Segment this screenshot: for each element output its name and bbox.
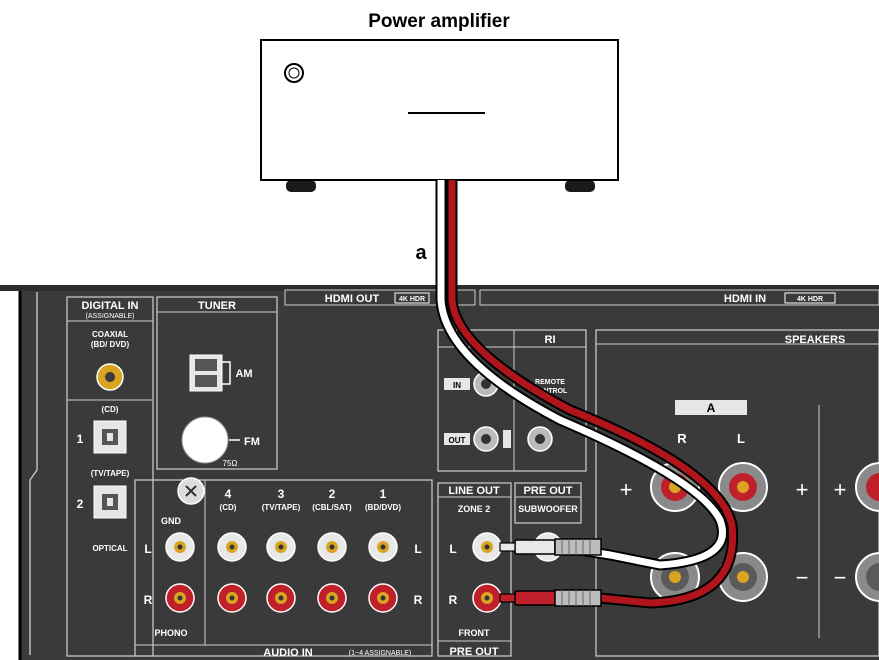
- svg-text:2: 2: [77, 497, 84, 511]
- svg-text:+: +: [834, 477, 847, 502]
- rca-plug-white: [499, 538, 602, 556]
- svg-text:+: +: [796, 477, 809, 502]
- rca-cable: [435, 180, 739, 609]
- pre-out-top-label: PRE OUT: [524, 485, 573, 497]
- tuner-section: TUNER AM FM 75Ω: [156, 296, 278, 470]
- cable-red: [448, 180, 737, 607]
- amp-body: [260, 39, 619, 181]
- tuner-label: TUNER: [198, 300, 236, 312]
- front-label: FRONT: [459, 628, 490, 638]
- svg-text:L: L: [144, 542, 151, 556]
- svg-text:(CBL/SAT): (CBL/SAT): [312, 503, 352, 512]
- svg-text:CONTROL: CONTROL: [533, 388, 568, 395]
- speaker-a-label: A: [707, 401, 716, 415]
- svg-text:(CD): (CD): [220, 503, 237, 512]
- speaker-terminal-l-plus[interactable]: [718, 462, 768, 512]
- amp-foot-right: [565, 180, 595, 192]
- gnd-label: GND: [161, 516, 182, 526]
- rca-plug-red: [499, 589, 602, 607]
- cable-label: a: [415, 242, 427, 264]
- audio-in-3-l-jack[interactable]: [266, 532, 296, 562]
- audio-in-section: GND 4 (CD) 3 (TV/TAPE) 2 (CBL/SAT) 1 (BD…: [134, 477, 433, 659]
- zone2-label: ZONE 2: [458, 504, 491, 514]
- audio-in-4-r-jack[interactable]: [217, 583, 247, 613]
- phono-label: PHONO: [154, 628, 187, 638]
- svg-text:R: R: [449, 593, 458, 607]
- svg-text:R: R: [414, 593, 423, 607]
- audio-in-3-r-jack[interactable]: [266, 583, 296, 613]
- audio-in-phono-r-jack[interactable]: [165, 583, 195, 613]
- speakers-section: SPEAKERS A R L + + + − −: [595, 329, 879, 657]
- svg-text:(CD): (CD): [102, 405, 119, 414]
- svg-text:4K HDR: 4K HDR: [797, 296, 823, 303]
- svg-text:REMOTE: REMOTE: [535, 379, 565, 386]
- speaker-terminal-extra-minus[interactable]: [855, 552, 879, 602]
- svg-text:R: R: [144, 593, 153, 607]
- power-amplifier: [260, 39, 619, 192]
- pre-out-bottom-label: PRE OUT: [450, 646, 499, 658]
- speakers-label: SPEAKERS: [785, 334, 846, 346]
- svg-text:(ASSIGNABLE): (ASSIGNABLE): [85, 313, 134, 320]
- svg-text:−: −: [834, 565, 847, 590]
- gnd-screw[interactable]: [177, 477, 205, 505]
- svg-text:R: R: [677, 431, 687, 446]
- svg-text:3: 3: [278, 487, 285, 501]
- svg-text:+: +: [620, 477, 633, 502]
- svg-text:L: L: [449, 542, 456, 556]
- digital-in-section: DIGITAL IN (ASSIGNABLE) COAXIAL (BD/ DVD…: [66, 296, 154, 657]
- svg-text:1: 1: [77, 432, 84, 446]
- coaxial-label: COAXIAL: [92, 330, 128, 339]
- speaker-terminal-extra-plus[interactable]: [855, 462, 879, 512]
- svg-text:(BD/DVD): (BD/DVD): [365, 503, 401, 512]
- fm-antenna-jack[interactable]: [181, 416, 229, 464]
- svg-text:2: 2: [329, 487, 336, 501]
- audio-in-label: AUDIO IN: [263, 647, 313, 659]
- svg-text:(TV/TAPE): (TV/TAPE): [91, 469, 130, 478]
- ri-label: RI: [545, 334, 556, 346]
- audio-in-2-l-jack[interactable]: [317, 532, 347, 562]
- digital-in-label: DIGITAL IN: [81, 300, 138, 312]
- hdmi-out-section: HDMI OUT 4K HDR: [284, 289, 476, 306]
- pre-out-front-r-jack[interactable]: [472, 583, 502, 613]
- optical-label: OPTICAL: [92, 544, 127, 553]
- svg-text:4: 4: [225, 487, 232, 501]
- hdmi-in-label: HDMI IN: [724, 293, 766, 305]
- svg-text:(TV/TAPE): (TV/TAPE): [262, 503, 301, 512]
- svg-text:L: L: [737, 431, 745, 446]
- audio-in-4-l-jack[interactable]: [217, 532, 247, 562]
- svg-text:−: −: [796, 565, 809, 590]
- svg-text:L: L: [414, 542, 421, 556]
- subwoofer-label: SUBWOOFER: [518, 504, 578, 514]
- audio-in-2-r-jack[interactable]: [317, 583, 347, 613]
- pre-out-front-l-jack[interactable]: [472, 532, 502, 562]
- audio-in-phono-l-jack[interactable]: [165, 532, 195, 562]
- svg-text:75Ω: 75Ω: [223, 459, 238, 468]
- audio-in-1-l-jack[interactable]: [368, 532, 398, 562]
- hdmi-in-section: HDMI IN 4K HDR: [479, 289, 879, 306]
- svg-text:OUT: OUT: [449, 436, 466, 445]
- amp-foot-left: [286, 180, 316, 192]
- svg-text:(1~4 ASSIGNABLE): (1~4 ASSIGNABLE): [349, 650, 411, 657]
- svg-text:4K HDR: 4K HDR: [399, 296, 425, 303]
- diagram-title: Power amplifier: [368, 11, 510, 32]
- line-out-label: LINE OUT: [448, 485, 500, 497]
- svg-text:(BD/ DVD): (BD/ DVD): [91, 340, 130, 349]
- line-out-pre-out-section: LINE OUT PRE OUT ZONE 2 SUBWOOFER L R FR…: [437, 482, 582, 658]
- am-label: AM: [235, 368, 252, 380]
- svg-text:1: 1: [380, 487, 387, 501]
- audio-in-1-r-jack[interactable]: [368, 583, 398, 613]
- hdmi-out-label: HDMI OUT: [325, 293, 380, 305]
- cable-white: [437, 180, 726, 569]
- svg-text:IN: IN: [453, 381, 461, 390]
- fm-label: FM: [244, 436, 260, 448]
